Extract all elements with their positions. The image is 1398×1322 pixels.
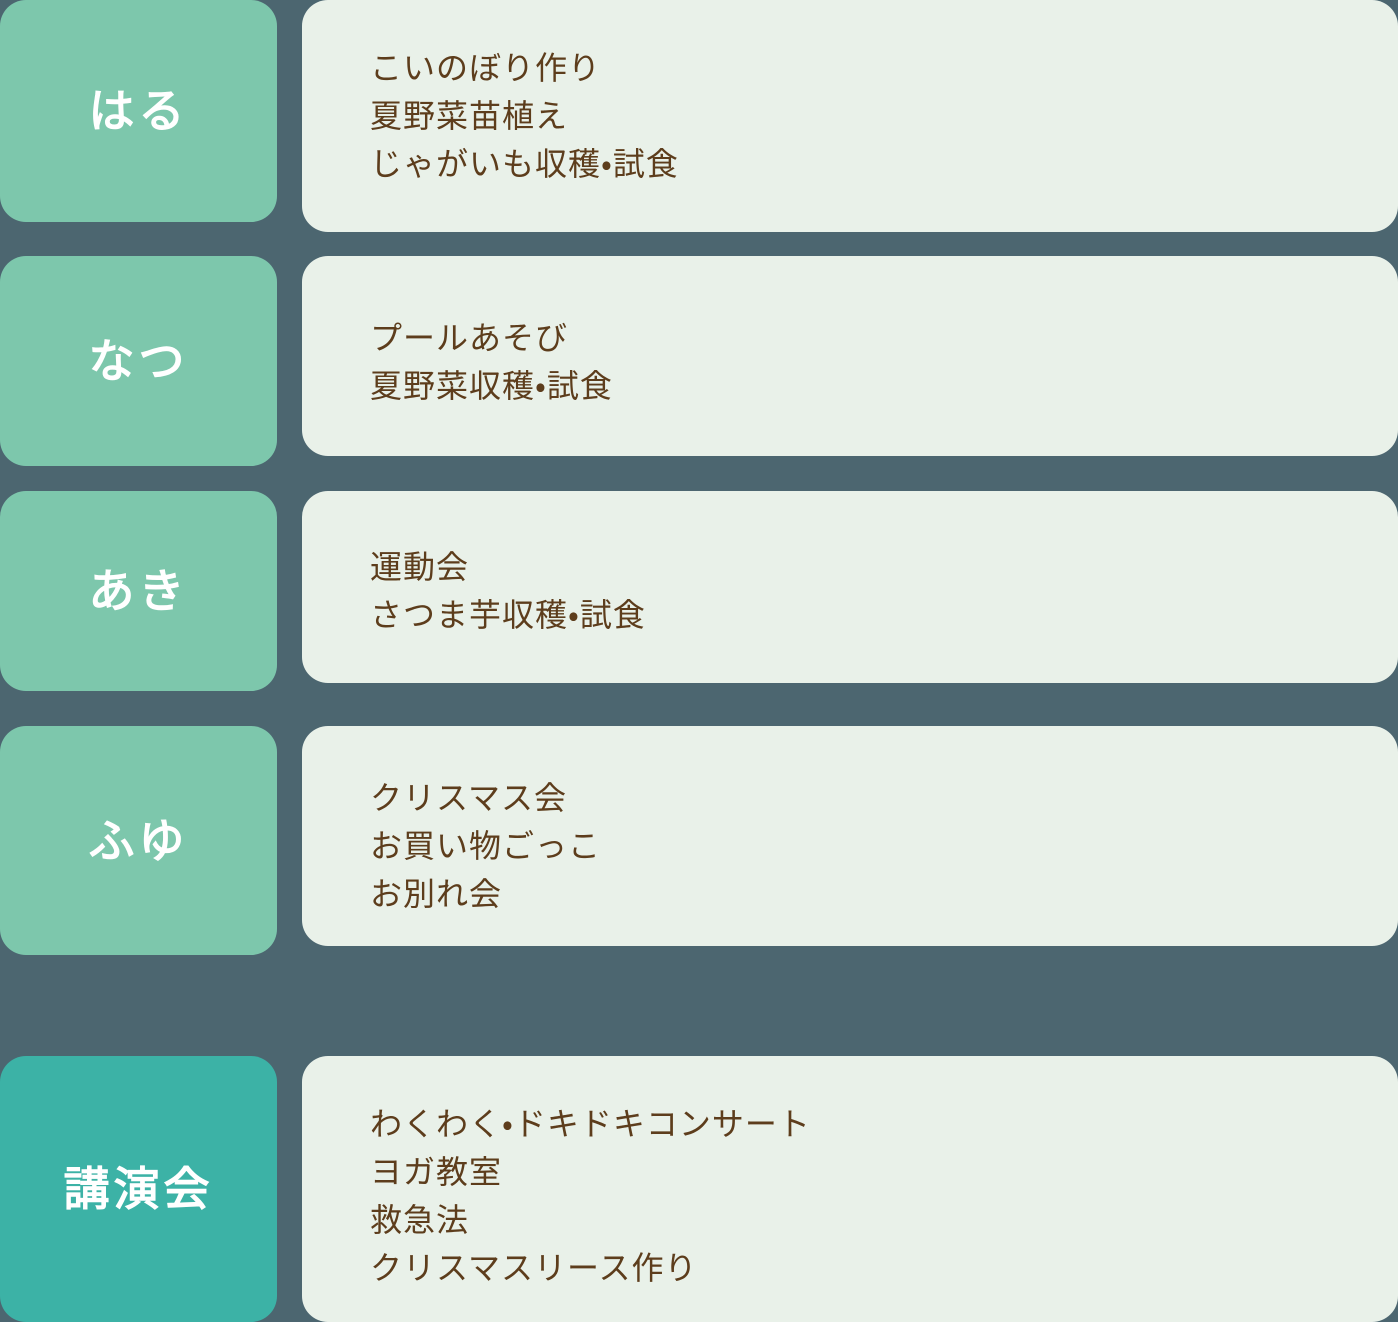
event-item: ヨガ教室 xyxy=(370,1153,503,1191)
season-label-text: あき xyxy=(88,564,189,618)
season-label-haru: はる xyxy=(0,0,277,222)
event-item: 夏野菜苗植え xyxy=(370,97,569,135)
events-card-natsu: プールあそび 夏野菜収穫・試食 xyxy=(302,256,1398,456)
event-item: プールあそび xyxy=(370,319,569,357)
event-item: さつま芋収穫・試食 xyxy=(370,596,646,634)
events-list-natsu: プールあそび 夏野菜収穫・試食 xyxy=(370,314,1378,410)
events-card-aki: 運動会 さつま芋収穫・試食 xyxy=(302,491,1398,683)
season-label-text: はる xyxy=(88,84,189,138)
event-item: お買い物ごっこ xyxy=(370,827,602,865)
event-item: わくわく・ドキドキコンサート xyxy=(370,1105,811,1143)
schedule-row-natsu: なつ プールあそび 夏野菜収穫・試食 xyxy=(0,256,1398,466)
events-list-kouenkai: わくわく・ドキドキコンサート ヨガ教室 救急法 クリスマスリース作り xyxy=(370,1100,1378,1292)
season-label-aki: あき xyxy=(0,491,277,691)
season-label-kouenkai: 講演会 xyxy=(0,1056,277,1322)
season-label-text: なつ xyxy=(88,334,189,388)
event-item: 救急法 xyxy=(370,1201,470,1239)
season-label-text: ふゆ xyxy=(88,813,189,868)
events-card-fuyu: クリスマス会 お買い物ごっこ お別れ会 xyxy=(302,726,1398,946)
schedule-row-aki: あき 運動会 さつま芋収穫・試食 xyxy=(0,491,1398,691)
event-item: 運動会 xyxy=(370,548,470,586)
event-item: じゃがいも収穫・試食 xyxy=(370,145,679,183)
event-item: お別れ会 xyxy=(370,875,503,913)
schedule-row-fuyu: ふゆ クリスマス会 お買い物ごっこ お別れ会 xyxy=(0,726,1398,956)
season-label-fuyu: ふゆ xyxy=(0,726,277,955)
events-list-haru: こいのぼり作り 夏野菜苗植え じゃがいも収穫・試食 xyxy=(370,44,1378,188)
season-label-natsu: なつ xyxy=(0,256,277,466)
events-list-fuyu: クリスマス会 お買い物ごっこ お別れ会 xyxy=(370,774,1378,918)
event-item: 夏野菜収穫・試食 xyxy=(370,367,613,405)
events-list-aki: 運動会 さつま芋収穫・試食 xyxy=(370,543,1378,639)
events-card-kouenkai: わくわく・ドキドキコンサート ヨガ教室 救急法 クリスマスリース作り xyxy=(302,1056,1398,1322)
season-label-text: 講演会 xyxy=(63,1162,214,1216)
event-item: こいのぼり作り xyxy=(370,49,602,87)
events-card-haru: こいのぼり作り 夏野菜苗植え じゃがいも収穫・試食 xyxy=(302,0,1398,232)
event-item: クリスマス会 xyxy=(370,779,568,817)
schedule-row-haru: はる こいのぼり作り 夏野菜苗植え じゃがいも収穫・試食 xyxy=(0,0,1398,232)
event-item: クリスマスリース作り xyxy=(370,1249,698,1287)
schedule-row-kouenkai: 講演会 わくわく・ドキドキコンサート ヨガ教室 救急法 クリスマスリース作り xyxy=(0,1056,1398,1322)
